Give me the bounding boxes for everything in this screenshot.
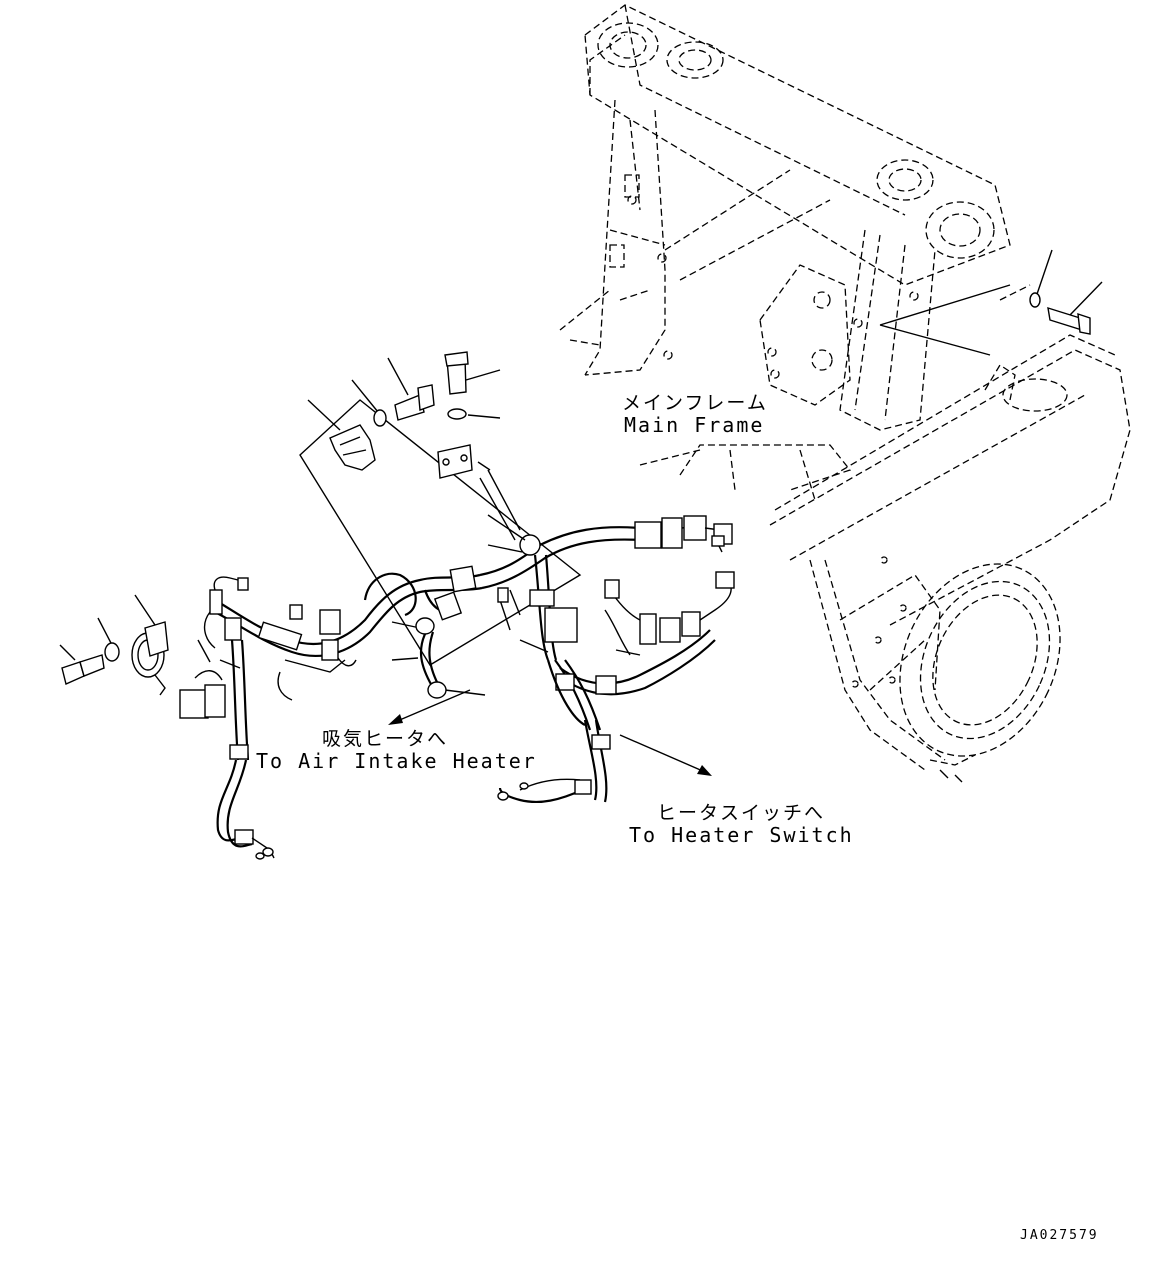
air-intake-heater-cable [391,617,486,699]
reference-lines [299,284,1011,666]
wire-harness [179,469,735,860]
heater-switch-label-en: To Heater Switch [629,823,854,847]
main-frame-outline [559,4,1131,783]
drawing-code: JA027579 [1020,1228,1099,1243]
clip-bracket-assembly [307,351,501,479]
heater-switch-label-jp: ヒータスイッチへ [657,802,826,824]
frame-bolt-assembly [1029,249,1103,335]
air-intake-heater-label-en: To Air Intake Heater [256,749,537,773]
main-frame-label-jp: メインフレーム [622,392,768,414]
main-frame-label-en: Main Frame [624,413,765,437]
direction-arrows [388,689,712,776]
horn-assembly [59,594,169,696]
air-intake-heater-label-jp: 吸気ヒータへ [322,728,449,750]
